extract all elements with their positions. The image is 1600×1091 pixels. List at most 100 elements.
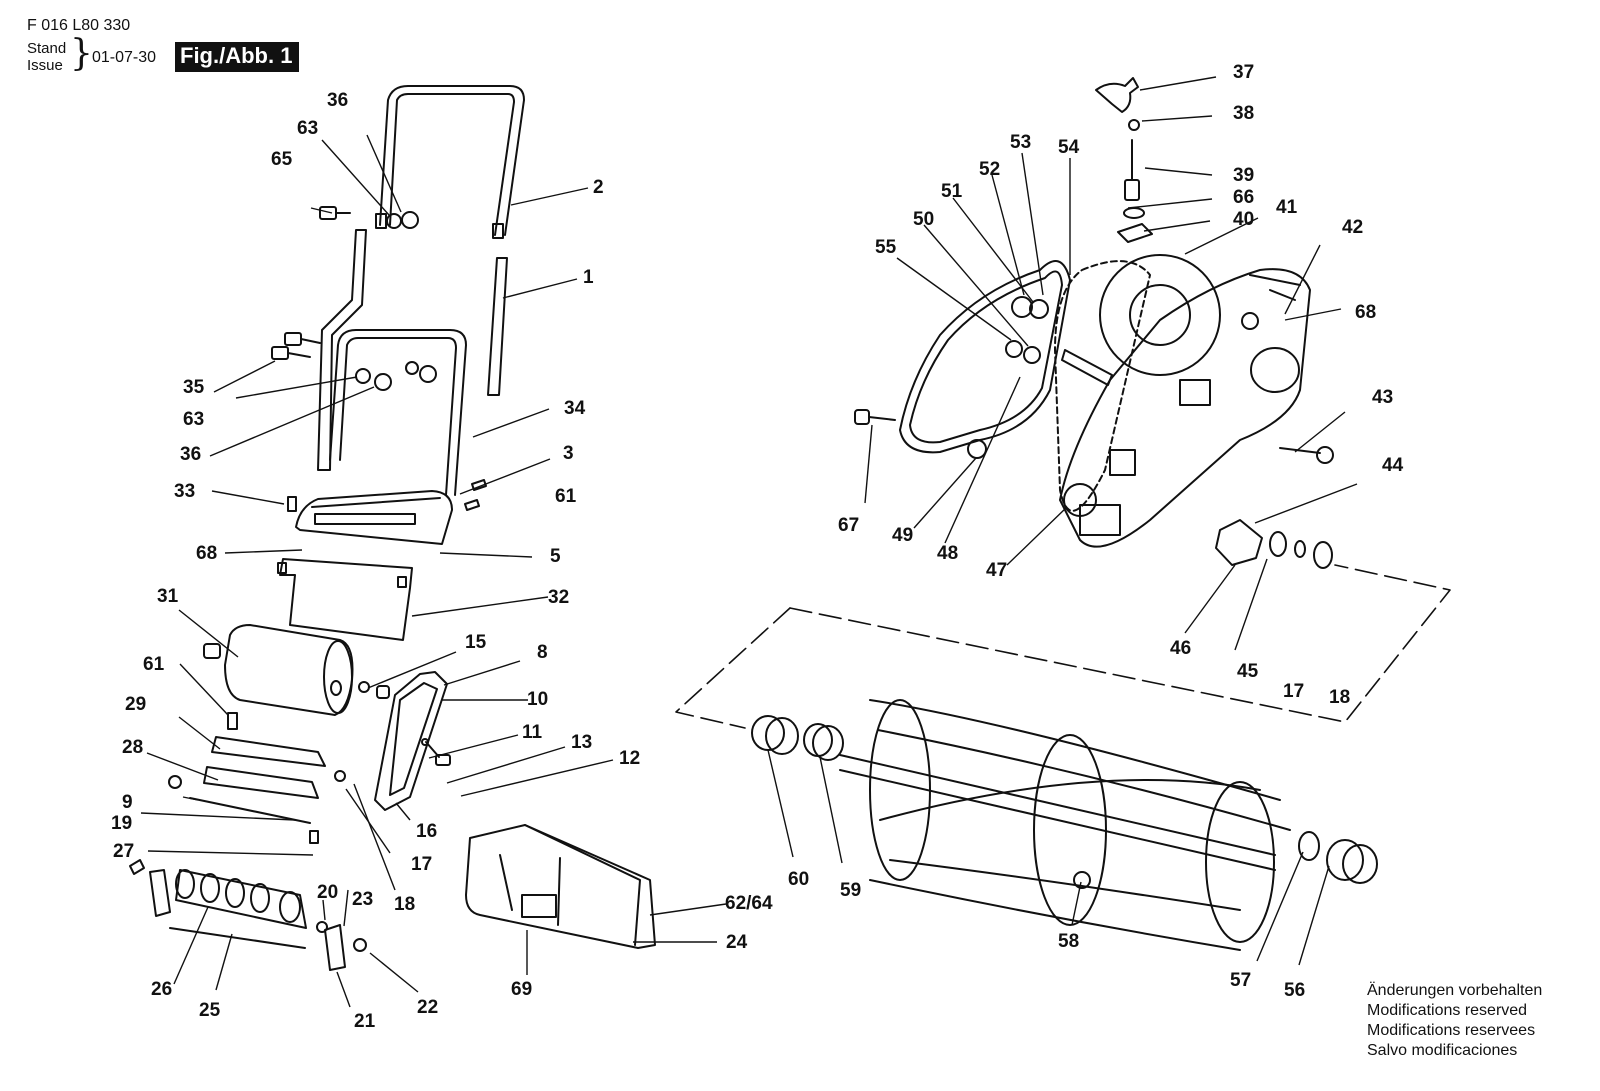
leader-lines: [140, 76, 1358, 1008]
part-label-12: 12: [619, 748, 640, 769]
knob-and-bolt-drawings: [1095, 77, 1153, 243]
part-label-61-left: 61: [143, 654, 165, 675]
part-label-1: 1: [583, 267, 594, 288]
part-label-19: 19: [111, 813, 132, 834]
grass-box-drawing: [465, 824, 656, 949]
part-label-51: 51: [941, 181, 963, 202]
sprocket-drawing: [1061, 254, 1221, 517]
part-label-59: 59: [840, 880, 861, 901]
gear-housing-drawing: [1059, 268, 1311, 548]
part-label-17-left: 17: [411, 854, 432, 875]
part-label-68-right: 68: [1355, 302, 1376, 323]
part-label-25: 25: [199, 1000, 221, 1021]
part-label-38: 38: [1233, 103, 1254, 124]
part-label-63-top: 63: [297, 118, 318, 139]
document-number: F 016 L80 330: [27, 17, 131, 34]
note-es: Salvo modificaciones: [1367, 1042, 1518, 1059]
part-label-65: 65: [271, 149, 293, 170]
upper-handle-drawing: [375, 85, 525, 239]
part-label-67: 67: [838, 515, 859, 536]
issue-label: Issue: [27, 57, 63, 74]
part-label-43: 43: [1372, 387, 1393, 408]
part-label-41: 41: [1276, 197, 1298, 218]
part-label-63-mid: 63: [183, 409, 204, 430]
part-label-16: 16: [416, 821, 437, 842]
part-label-34: 34: [564, 398, 586, 419]
part-label-5: 5: [550, 546, 561, 567]
part-label-11: 11: [522, 722, 543, 743]
side-plate-drawing: [374, 671, 451, 811]
bolt-and-washer-drawings: [854, 409, 1334, 569]
part-label-24: 24: [726, 932, 748, 953]
part-label-33: 33: [174, 481, 195, 502]
stand-label: Stand: [27, 40, 67, 57]
part-label-20: 20: [317, 882, 338, 903]
part-label-28: 28: [122, 737, 143, 758]
part-label-23: 23: [352, 889, 373, 910]
part-label-9: 9: [122, 792, 133, 813]
bolt-nut-drawings: [271, 206, 487, 512]
part-label-49: 49: [892, 525, 913, 546]
deflector-drawing: [277, 558, 413, 641]
part-label-55: 55: [875, 237, 897, 258]
part-label-53: 53: [1010, 132, 1031, 153]
part-label-27: 27: [113, 841, 134, 862]
bottom-blade-drawing: [168, 712, 346, 844]
part-label-60: 60: [788, 869, 809, 890]
stand-issue-label: Stand Issue: [27, 40, 66, 74]
part-label-8: 8: [537, 642, 548, 663]
roller-drawing: [203, 624, 390, 716]
bearing-drawings: [751, 715, 1378, 884]
part-label-52: 52: [979, 159, 1000, 180]
part-label-47: 47: [986, 560, 1007, 581]
part-label-10: 10: [527, 689, 548, 710]
figure-label: Fig./Abb. 1: [175, 42, 300, 72]
cutting-cylinder-drawing: [839, 699, 1291, 951]
part-label-61-top: 61: [555, 486, 577, 507]
modification-notes: Änderungen vorbehalten Modifications res…: [1367, 981, 1542, 1061]
part-label-42: 42: [1342, 217, 1363, 238]
part-label-17-right: 17: [1283, 681, 1304, 702]
part-label-50: 50: [913, 209, 934, 230]
part-label-15: 15: [465, 632, 487, 653]
part-label-36-top: 36: [327, 90, 348, 111]
lower-handle-drawing: [317, 229, 508, 496]
part-label-44: 44: [1382, 455, 1404, 476]
part-label-13: 13: [571, 732, 592, 753]
part-label-46: 46: [1170, 638, 1191, 659]
part-label-66: 66: [1233, 187, 1254, 208]
document-header: F 016 L80 330 Stand Issue } 01-07-30 Fig…: [0, 0, 420, 90]
part-number-labels: 1 2 3 5 8 9 10 11 12 13 15 16 17 17 18 1…: [111, 62, 1404, 1032]
issue-date: 01-07-30: [92, 49, 157, 66]
part-label-58: 58: [1058, 931, 1079, 952]
part-label-37: 37: [1233, 62, 1254, 83]
part-label-18-right: 18: [1329, 687, 1350, 708]
note-fr: Modifications reservees: [1367, 1022, 1536, 1039]
part-label-26: 26: [151, 979, 172, 1000]
part-label-2: 2: [593, 177, 604, 198]
part-label-57: 57: [1230, 970, 1251, 991]
part-label-29: 29: [125, 694, 146, 715]
part-label-48: 48: [937, 543, 958, 564]
part-label-36-mid: 36: [180, 444, 201, 465]
part-label-54: 54: [1058, 137, 1080, 158]
part-label-45: 45: [1237, 661, 1259, 682]
part-label-18-left: 18: [394, 894, 415, 915]
note-en: Modifications reserved: [1367, 1002, 1528, 1019]
chain-drawing: [1054, 260, 1151, 512]
note-de: Änderungen vorbehalten: [1367, 982, 1543, 999]
part-label-32: 32: [548, 587, 569, 608]
assembly-dash-box: [675, 564, 1451, 729]
part-label-69: 69: [511, 979, 532, 1000]
part-label-40: 40: [1233, 209, 1254, 230]
part-label-68-left: 68: [196, 543, 217, 564]
chain-guard-left-drawing: [899, 260, 1071, 454]
rear-roller-drawing: [129, 859, 367, 971]
part-label-39: 39: [1233, 165, 1254, 186]
roller-cover-drawing: [295, 490, 453, 545]
part-label-62-64: 62/64: [725, 893, 773, 914]
part-label-56: 56: [1284, 980, 1305, 1001]
part-label-21: 21: [354, 1011, 376, 1032]
part-label-3: 3: [563, 443, 574, 464]
